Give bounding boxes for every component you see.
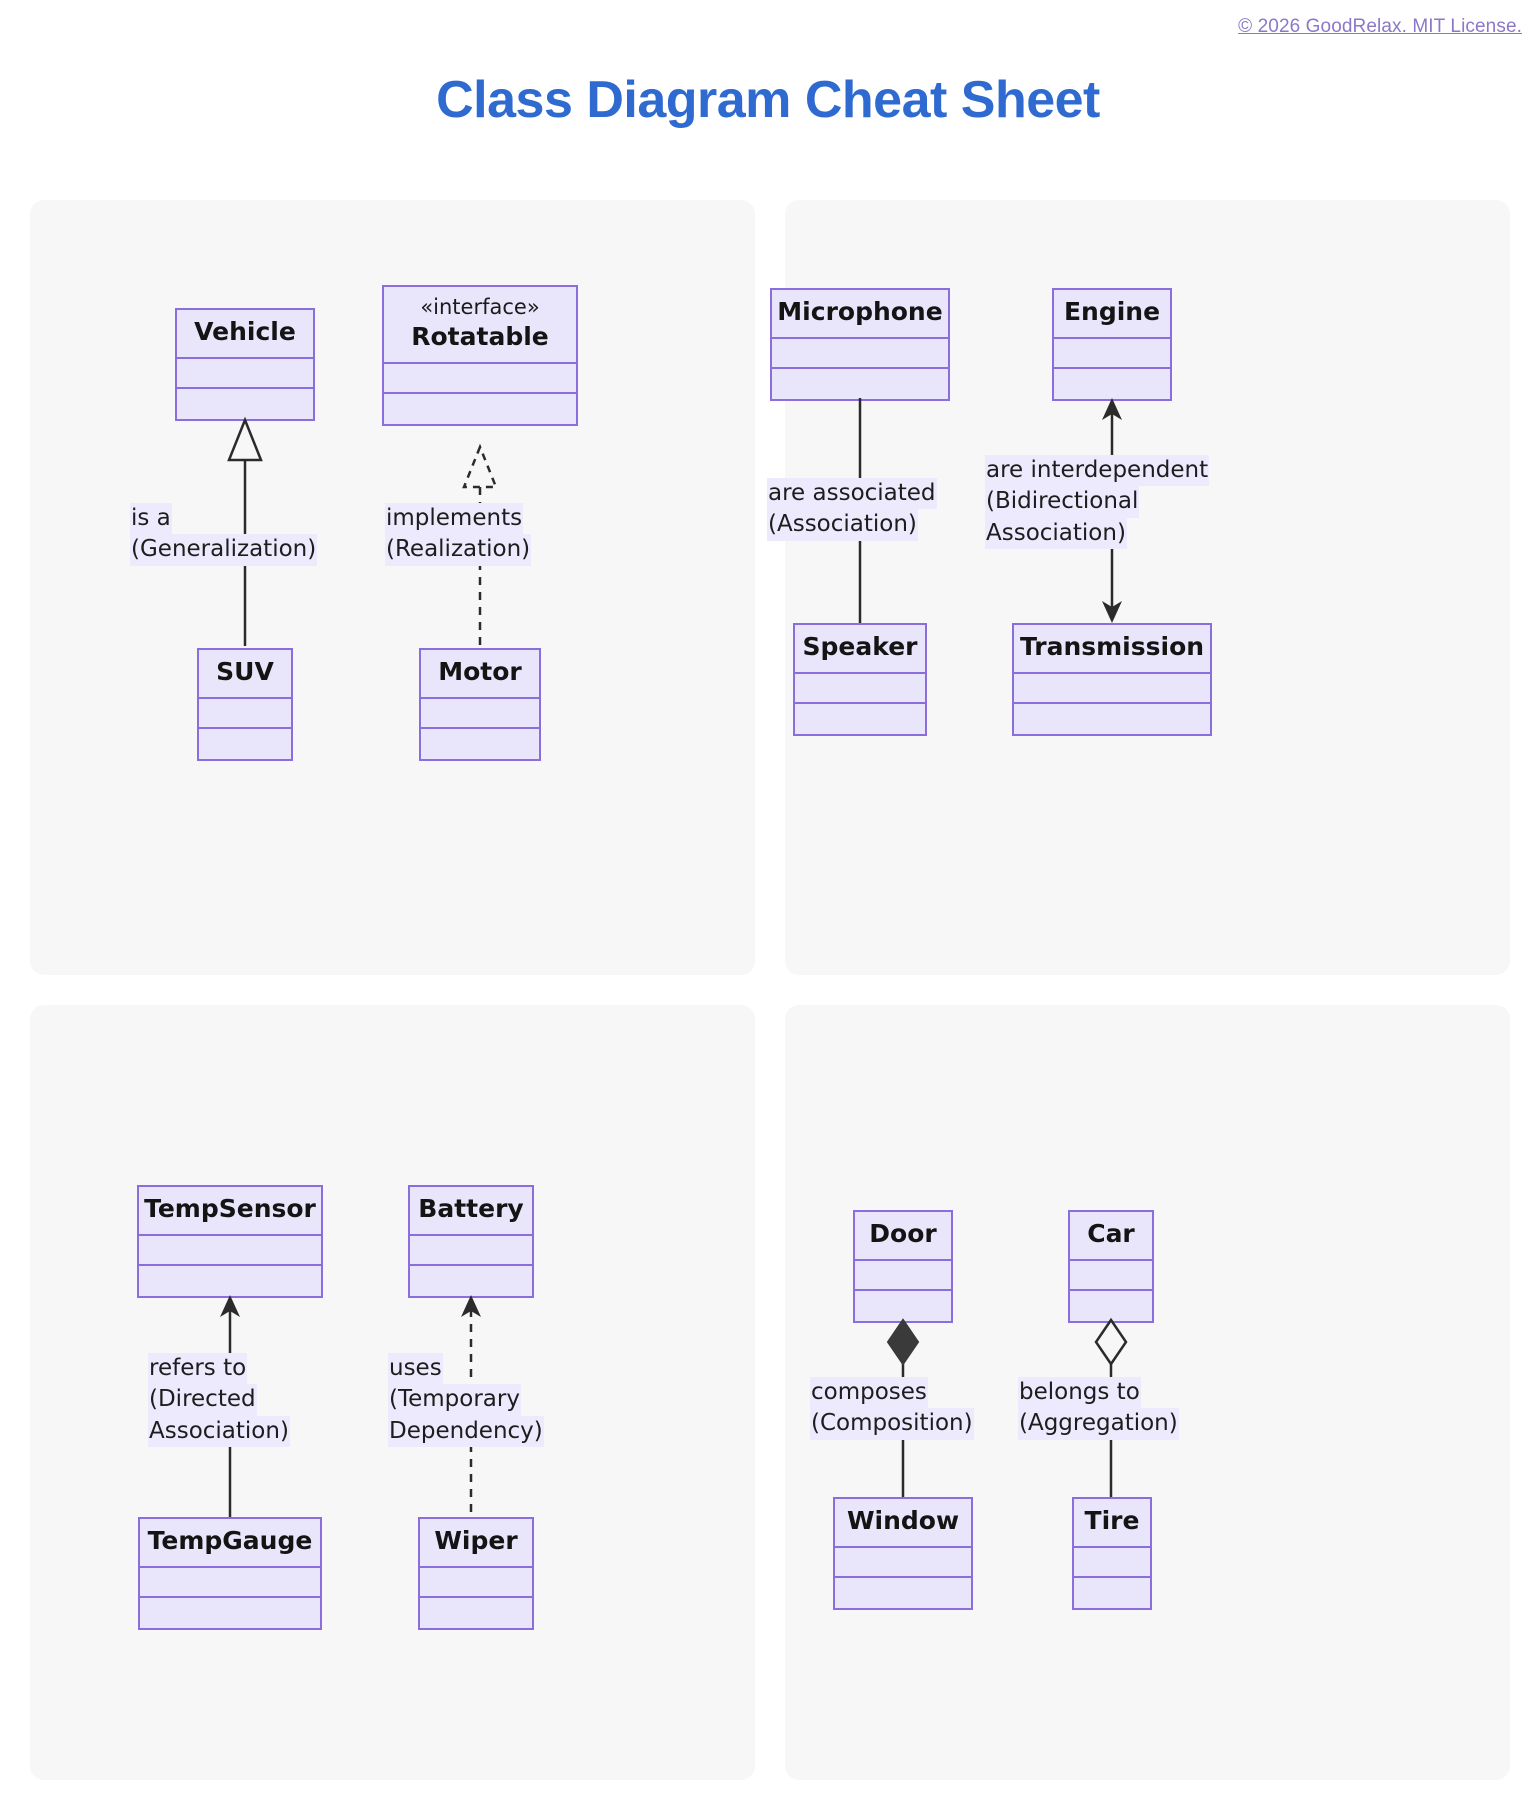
class-title: TempGauge bbox=[147, 1526, 313, 1555]
methods-compartment bbox=[795, 704, 925, 734]
class-box-motor[interactable]: Motor bbox=[419, 648, 541, 761]
class-title: Car bbox=[1087, 1219, 1135, 1248]
attributes-compartment bbox=[384, 364, 576, 394]
class-name-compartment: Car bbox=[1070, 1212, 1152, 1261]
class-name-compartment: SUV bbox=[199, 650, 291, 699]
class-name-compartment: Vehicle bbox=[177, 310, 313, 359]
methods-compartment bbox=[199, 729, 291, 759]
methods-compartment bbox=[835, 1578, 971, 1608]
attributes-compartment bbox=[421, 699, 539, 729]
class-title: Microphone bbox=[777, 297, 943, 326]
class-title: TempSensor bbox=[144, 1194, 316, 1223]
methods-compartment bbox=[1014, 704, 1210, 734]
class-box-window[interactable]: Window bbox=[833, 1497, 973, 1610]
attributes-compartment bbox=[1070, 1261, 1152, 1291]
panel-association: Microphone Engine bbox=[767, 200, 1510, 975]
class-name-compartment: TempSensor bbox=[139, 1187, 321, 1236]
class-title: Rotatable bbox=[411, 322, 549, 352]
class-name-compartment: Motor bbox=[421, 650, 539, 699]
class-name-compartment: Engine bbox=[1054, 290, 1170, 339]
class-box-microphone[interactable]: Microphone bbox=[770, 288, 950, 401]
class-name-compartment: Wiper bbox=[420, 1519, 532, 1568]
class-title: Engine bbox=[1063, 297, 1161, 326]
edge-label-aggregation: belongs to (Aggregation) bbox=[1018, 1377, 1179, 1440]
attributes-compartment bbox=[855, 1261, 951, 1291]
class-title: Speaker bbox=[802, 632, 918, 661]
class-name-compartment: TempGauge bbox=[140, 1519, 320, 1568]
class-box-battery[interactable]: Battery bbox=[408, 1185, 534, 1298]
attributes-compartment bbox=[772, 339, 948, 369]
class-title: Wiper bbox=[434, 1526, 518, 1555]
class-title: Battery bbox=[418, 1194, 524, 1223]
class-box-engine[interactable]: Engine bbox=[1052, 288, 1172, 401]
class-name-compartment: Window bbox=[835, 1499, 971, 1548]
class-title: Motor bbox=[438, 657, 522, 686]
attributes-compartment bbox=[1054, 339, 1170, 369]
class-name-compartment: Transmission bbox=[1014, 625, 1210, 674]
class-title: SUV bbox=[216, 657, 274, 686]
class-box-tempsensor[interactable]: TempSensor bbox=[137, 1185, 323, 1298]
attributes-compartment bbox=[140, 1568, 320, 1598]
class-box-tempgauge[interactable]: TempGauge bbox=[138, 1517, 322, 1630]
methods-compartment bbox=[1074, 1578, 1150, 1608]
methods-compartment bbox=[177, 389, 313, 419]
methods-compartment bbox=[410, 1266, 532, 1296]
class-box-rotatable[interactable]: «interface» Rotatable bbox=[382, 285, 578, 426]
edge-label-realization: implements (Realization) bbox=[385, 503, 532, 566]
methods-compartment bbox=[420, 1598, 532, 1628]
panel-directed-and-dependency: TempSensor Battery bbox=[30, 1005, 755, 1780]
attributes-compartment bbox=[1074, 1548, 1150, 1578]
edge-label-association: are associated (Association) bbox=[767, 478, 937, 541]
class-title: Vehicle bbox=[194, 317, 296, 346]
methods-compartment bbox=[421, 729, 539, 759]
methods-compartment bbox=[855, 1291, 951, 1321]
methods-compartment bbox=[1054, 369, 1170, 399]
attributes-compartment bbox=[199, 699, 291, 729]
attributes-compartment bbox=[177, 359, 313, 389]
copyright-link[interactable]: © 2026 GoodRelax. MIT License. bbox=[1238, 16, 1522, 37]
attributes-compartment bbox=[410, 1236, 532, 1266]
page-title: Class Diagram Cheat Sheet bbox=[436, 71, 1100, 129]
class-title: Transmission bbox=[1019, 632, 1205, 661]
methods-compartment bbox=[772, 369, 948, 399]
edge-label-directed-association: refers to (Directed Association) bbox=[148, 1353, 290, 1447]
class-box-speaker[interactable]: Speaker bbox=[793, 623, 927, 736]
methods-compartment bbox=[384, 394, 576, 424]
class-title: Window bbox=[846, 1506, 960, 1535]
class-box-suv[interactable]: SUV bbox=[197, 648, 293, 761]
class-name-compartment: Battery bbox=[410, 1187, 532, 1236]
class-box-vehicle[interactable]: Vehicle bbox=[175, 308, 315, 421]
class-box-door[interactable]: Door bbox=[853, 1210, 953, 1323]
connector-realization bbox=[462, 443, 498, 648]
class-box-transmission[interactable]: Transmission bbox=[1012, 623, 1212, 736]
class-title: Door bbox=[869, 1219, 937, 1248]
class-name-compartment: Microphone bbox=[772, 290, 948, 339]
attributes-compartment bbox=[795, 674, 925, 704]
class-box-tire[interactable]: Tire bbox=[1072, 1497, 1152, 1610]
edge-label-generalization: is a (Generalization) bbox=[130, 503, 318, 566]
methods-compartment bbox=[1070, 1291, 1152, 1321]
edge-label-composition: composes (Composition) bbox=[810, 1377, 974, 1440]
class-name-compartment: Speaker bbox=[795, 625, 925, 674]
methods-compartment bbox=[139, 1266, 321, 1296]
class-name-compartment: Door bbox=[855, 1212, 951, 1261]
class-box-wiper[interactable]: Wiper bbox=[418, 1517, 534, 1630]
class-title: Tire bbox=[1084, 1506, 1140, 1535]
edge-label-temporary-dependency: uses (Temporary Dependency) bbox=[388, 1353, 544, 1447]
attributes-compartment bbox=[1014, 674, 1210, 704]
class-box-car[interactable]: Car bbox=[1068, 1210, 1154, 1323]
class-stereotype: «interface» bbox=[420, 295, 540, 319]
panel-inheritance: Vehicle «interface» Rotatable bbox=[30, 200, 755, 975]
edge-label-bidirectional-association: are interdependent (Bidirectional Associ… bbox=[985, 455, 1210, 549]
methods-compartment bbox=[140, 1598, 320, 1628]
connector-temporary-dependency bbox=[461, 1295, 481, 1540]
attributes-compartment bbox=[420, 1568, 532, 1598]
class-name-compartment: «interface» Rotatable bbox=[384, 287, 576, 364]
attributes-compartment bbox=[835, 1548, 971, 1578]
attributes-compartment bbox=[139, 1236, 321, 1266]
panel-composition-and-aggregation: Door Car bbox=[785, 1005, 1510, 1780]
class-name-compartment: Tire bbox=[1074, 1499, 1150, 1548]
